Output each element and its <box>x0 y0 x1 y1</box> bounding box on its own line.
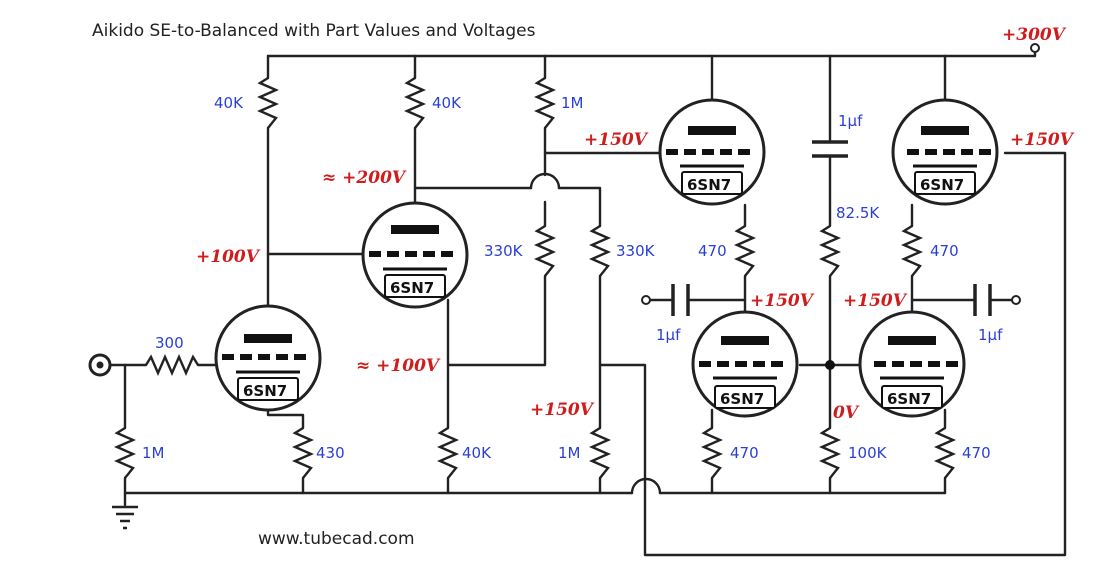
tube-v2-label: 6SN7 <box>390 279 434 297</box>
resistor-1m-top <box>534 76 556 129</box>
label-r-470-c: 470 <box>730 444 759 462</box>
tube-v1: 6SN7 <box>214 304 322 412</box>
voltage-150-lower: +150V <box>530 400 595 420</box>
tube-v3-label: 6SN7 <box>687 176 731 194</box>
resistor-40k-b <box>404 76 426 129</box>
resistor-100k <box>819 426 841 479</box>
supply-terminal <box>1030 43 1040 53</box>
label-r-430: 430 <box>316 444 345 462</box>
label-r-40k-c: 40K <box>462 444 492 462</box>
tube-v5: 6SN7 <box>891 98 999 206</box>
resistor-1m-input <box>114 426 136 479</box>
capacitor-top <box>812 140 848 158</box>
label-r-470-b: 470 <box>930 242 959 260</box>
voltage-150-top-right: +150V <box>1010 130 1075 150</box>
resistor-470-a <box>734 224 756 277</box>
voltage-100-left: +100V <box>196 247 261 267</box>
output-left-terminal <box>641 295 651 305</box>
voltage-150-mid-left: +150V <box>750 291 815 311</box>
output-right-terminal <box>1011 295 1021 305</box>
voltage-0: 0V <box>833 403 860 423</box>
capacitor-right <box>973 284 992 316</box>
junction-dot <box>825 360 835 370</box>
resistor-330k-b <box>589 224 611 277</box>
ground-icon <box>112 505 138 530</box>
capacitors <box>671 140 992 316</box>
tube-v4-label: 6SN7 <box>720 390 764 408</box>
voltage-200: ≈ +200V <box>322 168 407 188</box>
tube-v4: 6SN7 <box>691 310 799 418</box>
tubes: 6SN7 6SN7 6SN7 <box>214 98 999 418</box>
resistor-330k-a <box>534 224 556 277</box>
voltage-150-top-left: +150V <box>584 130 649 150</box>
terminals <box>88 43 1040 530</box>
capacitor-left <box>671 284 690 316</box>
resistor-470-c <box>701 426 723 479</box>
label-r-470-d: 470 <box>962 444 991 462</box>
resistor-300 <box>144 354 200 376</box>
tube-v6: 6SN7 <box>858 310 966 418</box>
label-r-330k-b: 330K <box>616 242 656 260</box>
resistor-430 <box>292 426 314 479</box>
resistors <box>114 76 956 479</box>
voltage-labels: +300V ≈ +200V +100V ≈ +100V +150V +150V … <box>196 25 1075 423</box>
label-c-top: 1µf <box>838 112 863 130</box>
resistor-470-d <box>934 426 956 479</box>
voltage-supply: +300V <box>1002 25 1067 45</box>
resistor-82-5k <box>819 224 841 277</box>
label-r-40k-b: 40K <box>432 94 462 112</box>
tube-v5-label: 6SN7 <box>920 176 964 194</box>
tube-v3: 6SN7 <box>658 98 766 206</box>
voltage-150-mid-right: +150V <box>843 291 908 311</box>
label-r-330k-a: 330K <box>484 242 524 260</box>
resistor-470-b <box>901 224 923 277</box>
label-r-40k-a: 40K <box>214 94 244 112</box>
tube-v6-label: 6SN7 <box>887 390 931 408</box>
label-r-470-a: 470 <box>698 242 727 260</box>
input-jack-icon <box>88 353 112 377</box>
tube-v2: 6SN7 <box>361 201 469 309</box>
label-r-300: 300 <box>155 334 184 352</box>
resistor-1m-lower <box>589 426 611 479</box>
label-r-1m-top: 1M <box>561 94 584 112</box>
label-c-right: 1µf <box>978 326 1003 344</box>
value-labels: 40K 40K 1M 300 1M 430 40K 330K 330K 1M 4… <box>142 94 1003 462</box>
website-url: www.tubecad.com <box>258 529 415 549</box>
diagram-title: Aikido SE-to-Balanced with Part Values a… <box>92 21 536 41</box>
label-c-left: 1µf <box>656 326 681 344</box>
voltage-100-mid: ≈ +100V <box>356 356 441 376</box>
label-r-82-5k: 82.5K <box>836 204 880 222</box>
label-r-1m-input: 1M <box>142 444 165 462</box>
label-r-1m-lower: 1M <box>558 444 581 462</box>
resistor-40k-a <box>257 76 279 129</box>
wires <box>106 49 1067 557</box>
tube-v1-label: 6SN7 <box>243 382 287 400</box>
label-r-100k: 100K <box>848 444 888 462</box>
resistor-40k-c <box>437 426 459 479</box>
